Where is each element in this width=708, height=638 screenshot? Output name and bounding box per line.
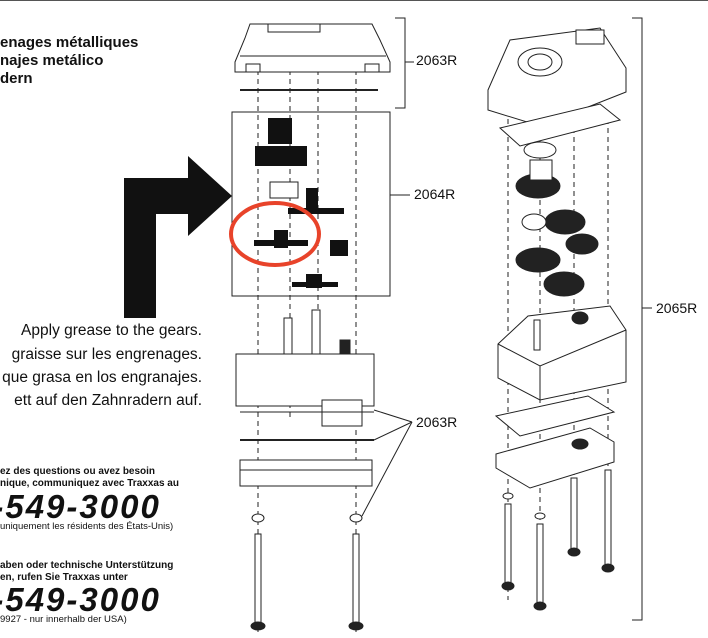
highlight-circle bbox=[229, 201, 321, 267]
part-number-top-cover: 2063R bbox=[416, 52, 458, 68]
support-fr-note: uniquement les résidents des États-Unis) bbox=[0, 521, 174, 532]
right-motor-case bbox=[497, 305, 627, 401]
headline-line-3: dern bbox=[0, 70, 33, 87]
right-top-cover bbox=[487, 27, 627, 127]
gear-set bbox=[254, 118, 348, 288]
right-gear-stack bbox=[515, 141, 599, 297]
bracket-complete-servo bbox=[632, 17, 643, 621]
right-top-gasket bbox=[498, 103, 622, 147]
motor-case bbox=[235, 309, 375, 427]
support-de-line-1: aben oder technische Unterstützung bbox=[0, 560, 174, 571]
bottom-cover bbox=[239, 459, 373, 487]
part-number-case-lower: 2063R bbox=[416, 414, 458, 430]
support-fr-phone: 2-549-3000 bbox=[0, 488, 161, 525]
part-number-gear-set: 2064R bbox=[414, 186, 456, 202]
screws-middle bbox=[250, 513, 364, 631]
support-de-phone: 2-549-3000 bbox=[0, 581, 161, 618]
right-bottom-cover bbox=[495, 427, 615, 489]
gear-set-frame bbox=[231, 111, 391, 297]
arrow-shape bbox=[124, 156, 232, 318]
top-cover bbox=[234, 23, 391, 73]
top-rule bbox=[0, 0, 708, 1]
support-de-note: 9927 - nur innerhalb der USA) bbox=[0, 614, 127, 625]
support-fr-line-1: ez des questions ou avez besoin bbox=[0, 466, 156, 477]
grease-line-es: que grasa en los engranajes. bbox=[2, 369, 202, 386]
headline-line-1: enages métalliques bbox=[0, 34, 139, 51]
grease-line-en: Apply grease to the gears. bbox=[21, 322, 202, 339]
right-bottom-gasket bbox=[494, 395, 616, 437]
support-fr-line-2: nique, communiquez avec Traxxas au bbox=[0, 478, 179, 489]
part-number-complete-servo: 2065R bbox=[656, 300, 698, 316]
right-screws bbox=[501, 469, 615, 611]
bracket-top-cover bbox=[395, 17, 406, 109]
grease-line-de: ett auf den Zahnradern auf. bbox=[14, 392, 202, 409]
headline-line-2: najes metálico bbox=[0, 52, 104, 69]
support-de-line-2: en, rufen Sie Traxxas unter bbox=[0, 572, 128, 583]
grease-line-fr: graisse sur les engrenages. bbox=[11, 346, 202, 363]
